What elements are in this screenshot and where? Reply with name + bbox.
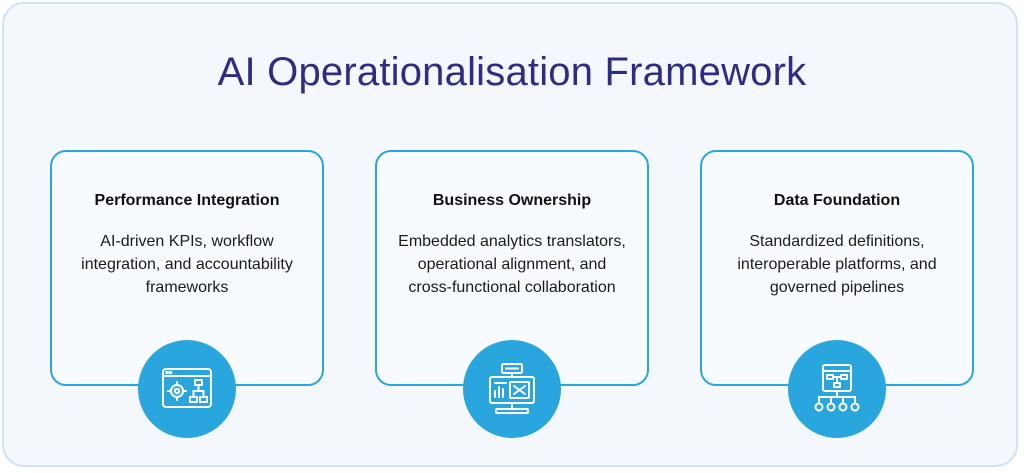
card-heading: Performance Integration (94, 192, 280, 209)
card-description: AI-driven KPIs, workflow integration, an… (81, 233, 293, 296)
settings-flowchart-icon-badge (138, 340, 236, 438)
settings-flowchart-icon (162, 368, 212, 408)
data-hierarchy-icon-badge (788, 340, 886, 438)
card-description: Standardized definitions, interoperable … (737, 233, 937, 296)
page-title: AI Operationalisation Framework (217, 50, 807, 94)
card-heading: Business Ownership (432, 192, 592, 209)
data-hierarchy-icon (814, 364, 860, 412)
card-description: Embedded analytics translators, operatio… (398, 233, 626, 296)
analytics-dashboard-icon-badge (463, 340, 561, 438)
card-heading: Data Foundation (773, 192, 901, 209)
analytics-dashboard-icon (489, 363, 535, 414)
